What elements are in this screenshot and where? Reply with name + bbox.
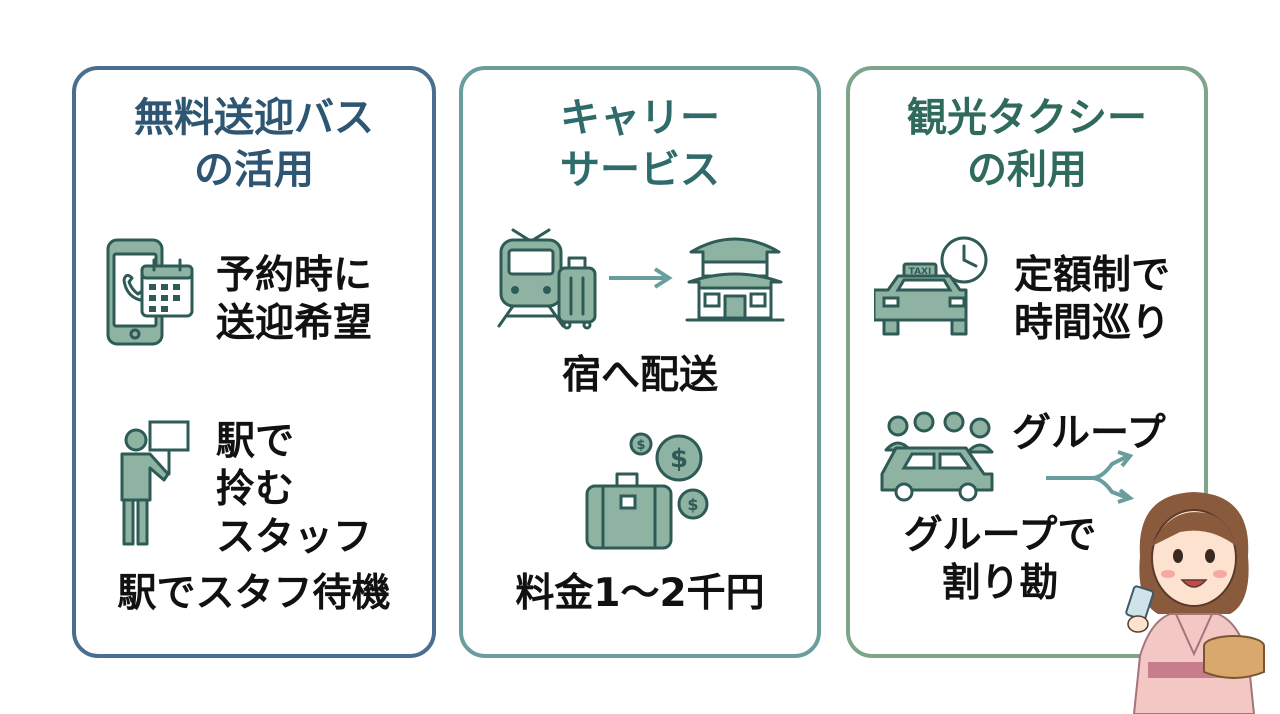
title-line: 観光タクシー (907, 95, 1147, 141)
merge-arrow-icon (1046, 450, 1134, 504)
text-line: 予約時に (216, 253, 373, 298)
title-line: 無料送迎バス (134, 95, 374, 141)
group-label: グループ (1012, 411, 1166, 456)
card-shuttle-bus: 無料送迎バス の活用 予約時に 送迎希望 駅で 拎む スタッフ 駅でスタフ待機 (72, 66, 436, 658)
reserve-pickup-text: 予約時に 送迎希望 (216, 252, 372, 348)
text-line: 定額制で (1014, 253, 1171, 298)
svg-text:$: $ (687, 495, 698, 514)
staff-holding-sign-icon (120, 420, 190, 546)
title-line: サービス (560, 147, 720, 193)
text-line: 送迎希望 (216, 301, 373, 346)
price-text: 料金1〜2千円 (515, 571, 765, 616)
svg-text:TAXI: TAXI (909, 267, 932, 277)
title-line: の利用 (967, 147, 1087, 193)
luggage-with-coins-icon: $ $ $ (585, 432, 709, 550)
taxi-icon: TAXI (874, 262, 968, 336)
svg-text:$: $ (636, 438, 645, 453)
text-line: 時間巡り (1014, 301, 1171, 346)
station-staff-text: 駅で 拎む スタッフ (216, 418, 372, 562)
title-line: キャリー (560, 95, 720, 141)
woman-in-yukata-icon (1125, 492, 1265, 714)
card-title: 観光タクシー の利用 (850, 92, 1204, 196)
taxi-with-clock-icon: TAXI (874, 236, 988, 336)
split-cost-text: グループで 割り勘 (850, 512, 1150, 608)
clock-icon (940, 236, 988, 284)
card-footer: 駅でスタフ待機 (117, 571, 391, 616)
card-title: 無料送迎バス の活用 (76, 92, 432, 196)
suitcase-icon (557, 256, 597, 330)
text-line: 拎む (216, 467, 295, 512)
text-line: 割り勘 (941, 561, 1059, 606)
phone-calendar-icon (106, 238, 194, 346)
luggage-icon (585, 472, 673, 550)
deliver-to-inn-text: 宿へ配送 (561, 353, 718, 398)
card-carry-service: キャリー サービス 宿へ配送 $ $ $ (459, 66, 821, 658)
arrow-right-icon (609, 267, 673, 289)
fixed-fare-text: 定額制で 時間巡り (1014, 252, 1170, 348)
group-car-icon (880, 411, 994, 502)
inn-building-icon (685, 237, 785, 322)
text-line: 駅で (216, 419, 295, 464)
title-line: の活用 (194, 147, 314, 193)
card-title: キャリー サービス (463, 92, 817, 196)
svg-text:$: $ (670, 444, 688, 474)
text-line: スタッフ (216, 515, 373, 560)
text-line: グループで (903, 513, 1097, 558)
coins-icon: $ $ $ (629, 432, 709, 520)
